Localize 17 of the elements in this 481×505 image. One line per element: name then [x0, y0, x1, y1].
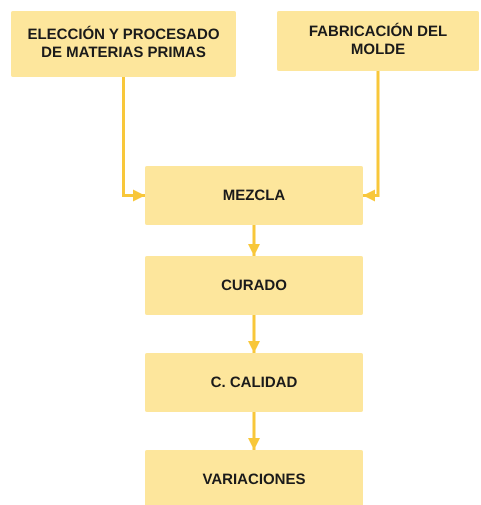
- process-box: [145, 166, 363, 225]
- process-box: [145, 353, 363, 412]
- process-box: [277, 11, 479, 71]
- box-label: MEZCLA: [222, 186, 286, 204]
- box-label: VARIACIONES: [202, 471, 306, 489]
- process-box: [145, 450, 363, 505]
- box-label: C. CALIDAD: [210, 374, 298, 392]
- arrow: [248, 225, 260, 256]
- arrow: [122, 77, 145, 202]
- process-box: [11, 11, 236, 77]
- arrow: [248, 412, 260, 450]
- box-label: CURADO: [221, 276, 287, 294]
- arrow: [248, 315, 260, 353]
- process-box: [145, 256, 363, 315]
- arrow: [363, 71, 380, 202]
- box-label: FABRICACIÓN DEL MOLDE: [308, 23, 448, 59]
- box-label: ELECCIÓN Y PROCESADO DE MATERIAS PRIMAS: [26, 26, 220, 62]
